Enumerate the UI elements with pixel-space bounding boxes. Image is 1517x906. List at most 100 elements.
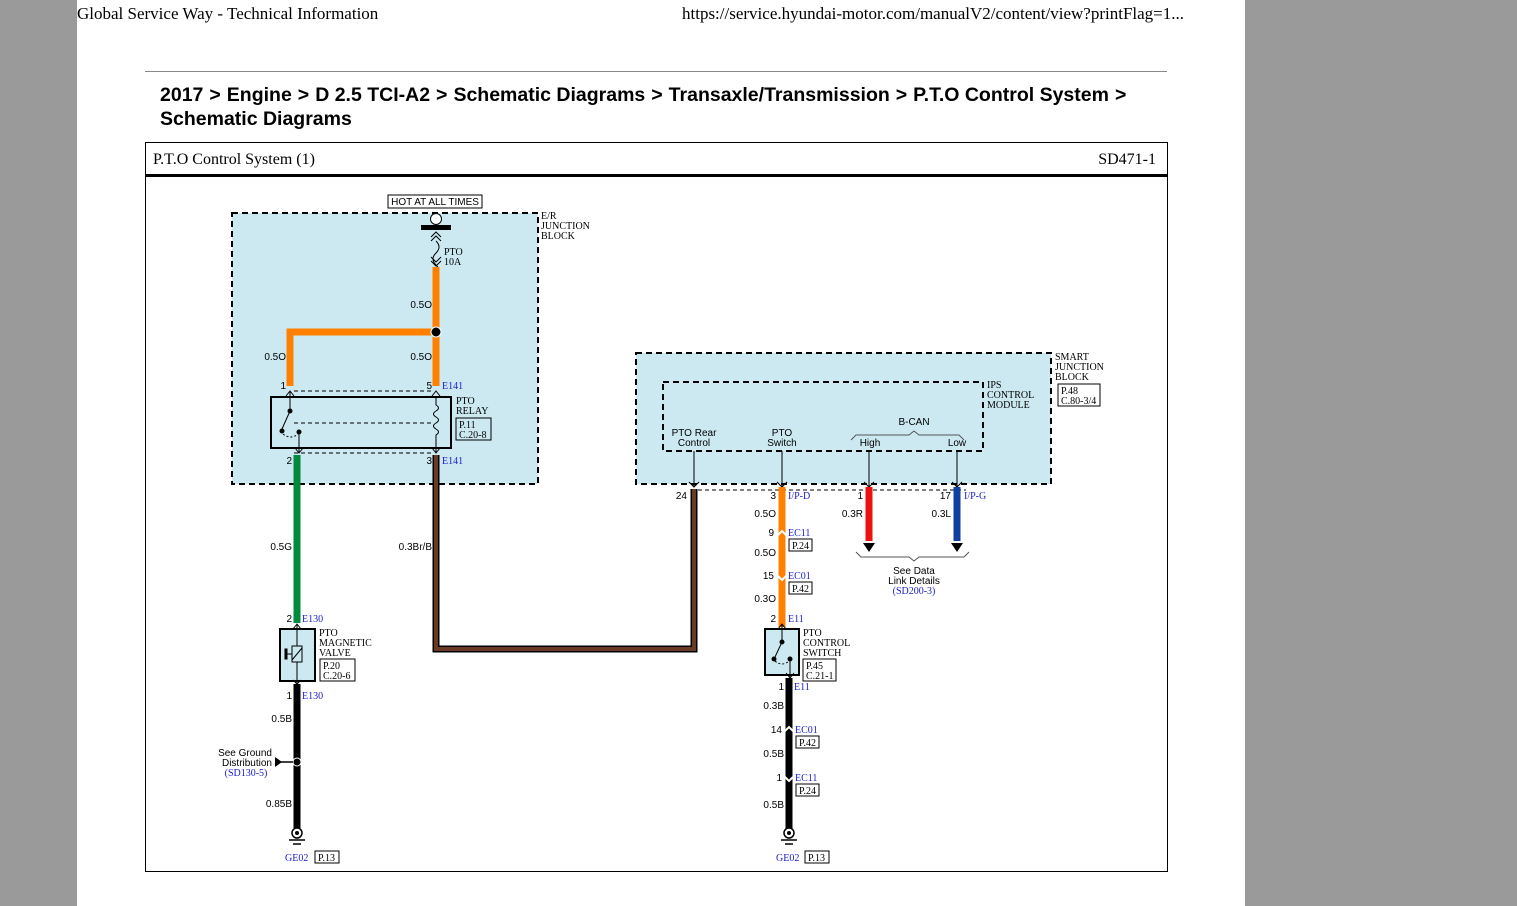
- wire-label: 0.5O: [264, 352, 286, 363]
- svg-text:CONTROL: CONTROL: [987, 390, 1034, 401]
- breadcrumb-separator: >: [209, 84, 221, 106]
- sjb-ref: C.80-3/4: [1061, 396, 1096, 407]
- page-ref[interactable]: P.42: [799, 738, 816, 749]
- bcan-label: B-CAN: [898, 417, 929, 428]
- connector-label: EC11: [795, 773, 817, 784]
- terminal-label: Low: [948, 438, 967, 449]
- page-ref[interactable]: P.42: [792, 584, 809, 595]
- wire-label: 0.3R: [842, 509, 863, 520]
- print-header-title: Global Service Way - Technical Informati…: [77, 4, 379, 23]
- connector-label: EC01: [795, 725, 818, 736]
- connector-label: EC01: [788, 571, 811, 582]
- ground-ref-box: [314, 850, 340, 864]
- connector-ec11-icon: [782, 774, 796, 783]
- breadcrumb: 2017>Engine>D 2.5 TCI-A2>Schematic Diagr…: [160, 83, 1160, 131]
- ground-icon: [781, 827, 797, 845]
- diagram-title: P.T.O Control System (1): [153, 151, 315, 168]
- sjb-label: SMART JUNCTION BLOCK: [1055, 352, 1104, 383]
- wire-label: 0.5O: [754, 509, 776, 520]
- breadcrumb-item[interactable]: Schematic Diagrams: [160, 108, 352, 130]
- svg-text:BLOCK: BLOCK: [1055, 372, 1090, 383]
- er-junction-block: [231, 212, 539, 485]
- breadcrumb-separator: >: [895, 84, 908, 106]
- fuse-busbar: [421, 225, 451, 230]
- relay-name: RELAY: [456, 406, 488, 417]
- breadcrumb-separator: >: [1114, 84, 1127, 106]
- breadcrumb-item[interactable]: Schematic Diagrams: [453, 84, 646, 106]
- data-link-ref[interactable]: (SD200-3): [893, 586, 936, 597]
- switch-contact-icon: [771, 623, 795, 679]
- connector-label: EC11: [788, 528, 810, 539]
- wire-label: 0.5O: [410, 300, 432, 311]
- switch-ref: P.45: [806, 661, 823, 672]
- pin-label: 1: [286, 691, 292, 702]
- svg-text:JUNCTION: JUNCTION: [1055, 362, 1104, 373]
- pin-label: 15: [763, 571, 775, 582]
- valve-name: MAGNETIC: [319, 638, 372, 649]
- pin-label: 5: [426, 381, 432, 392]
- wire-label: 0.5O: [410, 352, 432, 363]
- pin-label: 24: [676, 491, 688, 502]
- pin-label: 17: [940, 491, 952, 502]
- data-link-brace: [855, 551, 970, 562]
- data-link-note: Link Details: [888, 576, 940, 587]
- relay-ref: P.11: [459, 420, 476, 431]
- pin-label: 3: [770, 491, 776, 502]
- ground-splice-dot: [292, 757, 302, 767]
- breadcrumb-item[interactable]: Engine: [226, 84, 292, 106]
- ground-distribution-note: See Ground: [218, 748, 272, 759]
- fuse-name: PTO: [444, 247, 463, 258]
- wire-label: 0.3Br/B: [399, 542, 433, 553]
- valve-name: PTO: [319, 628, 338, 639]
- relay-ref-box: [455, 417, 492, 441]
- terminal-label: High: [860, 438, 881, 449]
- solenoid-icon: [284, 623, 303, 685]
- can-high-arrow-icon: [863, 543, 875, 552]
- diagram-frame: P.T.O Control System (1) SD471-1 E/R JUN…: [145, 142, 1168, 872]
- pin-label: 1: [778, 682, 784, 693]
- svg-text:IPS: IPS: [987, 380, 1001, 391]
- wire-label: 0.3B: [763, 701, 784, 712]
- page-ref[interactable]: P.24: [792, 541, 809, 552]
- page-ref-box: [788, 538, 813, 552]
- header-divider: [145, 71, 1167, 72]
- pin-label: 3: [426, 456, 432, 467]
- relay-switch-icon: [279, 390, 434, 454]
- wire-label: 0.5B: [271, 714, 292, 725]
- breadcrumb-separator: >: [436, 84, 448, 106]
- document-page: Global Service Way - Technical Informati…: [77, 0, 1245, 906]
- switch-name: SWITCH: [803, 648, 841, 659]
- breadcrumb-item[interactable]: D 2.5 TCI-A2: [315, 84, 431, 106]
- breadcrumb-item[interactable]: P.T.O Control System: [913, 84, 1109, 106]
- terminal-label: Control: [678, 438, 710, 449]
- wire-label: 0.85B: [266, 799, 292, 810]
- switch-name: PTO: [803, 628, 822, 639]
- ground-page-ref[interactable]: P.13: [808, 853, 825, 864]
- page-ref-box: [795, 783, 820, 797]
- wire-label: 0.3O: [754, 594, 776, 605]
- ground-distribution-link[interactable]: (SD130-5): [225, 768, 268, 779]
- diagram-code: SD471-1: [1098, 151, 1156, 168]
- print-header-url[interactable]: https://service.hyundai-motor.com/manual…: [682, 4, 1185, 23]
- connector-ec01-icon: [775, 573, 789, 582]
- power-terminal-icon: [430, 213, 442, 225]
- page-ref[interactable]: P.24: [799, 786, 816, 797]
- ground-name: GE02: [285, 853, 308, 864]
- breadcrumb-item[interactable]: 2017: [160, 84, 204, 106]
- ground-page-ref[interactable]: P.13: [318, 853, 335, 864]
- svg-text:E/R: E/R: [541, 211, 557, 222]
- connector-label: E141: [442, 456, 463, 467]
- splice-dot: [430, 326, 442, 338]
- valve-ref-box: [319, 658, 356, 682]
- ips-label: IPS CONTROL MODULE: [987, 380, 1034, 411]
- ground-ref-arrow-icon: [275, 757, 282, 767]
- wire-relay-to-sjb: [434, 455, 696, 651]
- connector-label: I/P-G: [964, 491, 986, 502]
- pin-label: 9: [768, 528, 774, 539]
- breadcrumb-item[interactable]: Transaxle/Transmission: [668, 84, 890, 106]
- smart-junction-block: [635, 352, 1052, 485]
- terminal-label: PTO Rear: [672, 428, 717, 439]
- pin-label: 1: [280, 381, 286, 392]
- wire-label: 0.5G: [270, 542, 292, 553]
- pin-label: 2: [286, 456, 292, 467]
